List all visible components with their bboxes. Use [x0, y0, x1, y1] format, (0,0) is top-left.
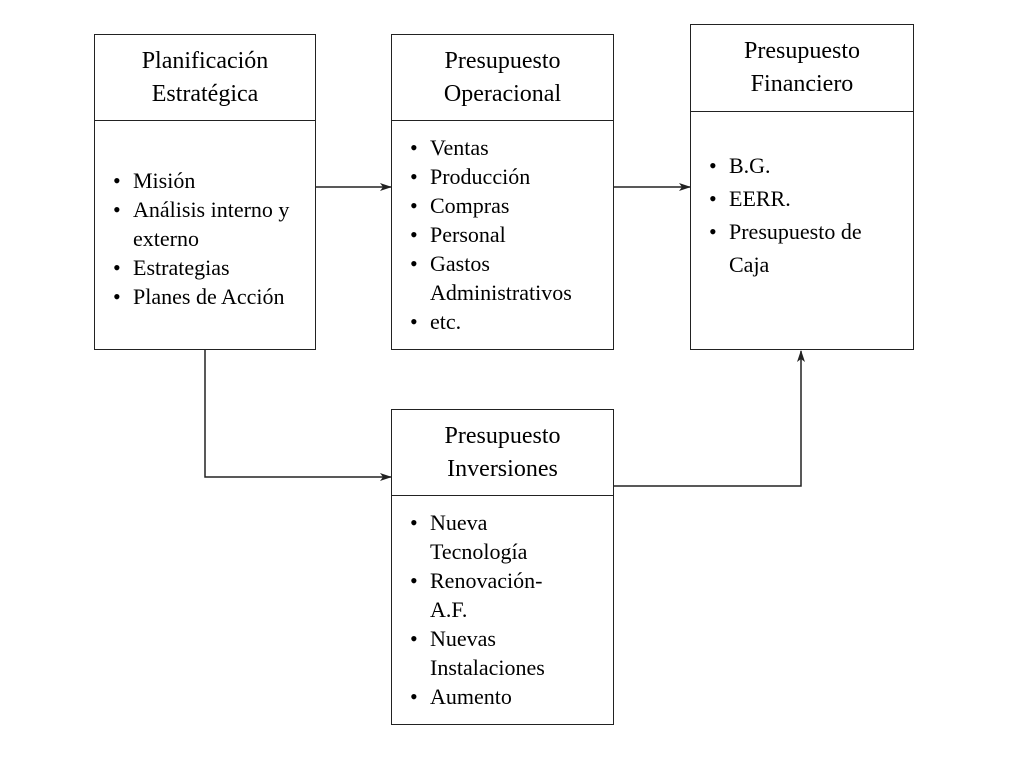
- list-item: Presupuesto de Caja: [705, 215, 889, 281]
- list-item: Planes de Acción: [109, 282, 313, 311]
- list-item: Aumento: [406, 682, 611, 711]
- list-item: EERR.: [705, 182, 911, 215]
- box-body: Ventas Producción Compras Personal Gasto…: [392, 133, 613, 336]
- list-item: Producción: [406, 162, 611, 191]
- arrow-inversiones-to-financiero: [614, 350, 805, 487]
- box-planificacion-estrategica: Planificación Estratégica Misión Análisi…: [94, 34, 316, 350]
- box-title-line: Presupuesto: [744, 38, 860, 64]
- box-body: Misión Análisis interno y externo Estrat…: [95, 166, 315, 311]
- list-item: Análisis interno y externo: [109, 195, 303, 253]
- list-item: Estrategias: [109, 253, 313, 282]
- box-title: Presupuesto Operacional: [392, 35, 613, 121]
- list-item: etc.: [406, 307, 611, 336]
- box-presupuesto-operacional: Presupuesto Operacional Ventas Producció…: [391, 34, 614, 350]
- box-title: Planificación Estratégica: [95, 35, 315, 121]
- box-title-line: Financiero: [750, 71, 854, 97]
- box-title: Presupuesto Inversiones: [392, 410, 613, 496]
- box-title-line: Planificación: [141, 47, 269, 74]
- bullet-list: Ventas Producción Compras Personal Gasto…: [406, 133, 611, 336]
- box-title: Presupuesto Financiero: [691, 25, 913, 112]
- bullet-list: Nueva Tecnología Renovación-A.F. Nuevas …: [406, 508, 611, 711]
- box-title-line: Operacional: [443, 80, 562, 107]
- list-item: Nuevas Instalaciones: [406, 624, 570, 682]
- box-presupuesto-financiero: Presupuesto Financiero B.G. EERR. Presup…: [690, 24, 914, 350]
- arrow-planificacion-to-inversiones: [204, 350, 392, 481]
- list-item: Personal: [406, 220, 611, 249]
- list-item: Misión: [109, 166, 313, 195]
- list-item: Gastos Administrativos: [406, 249, 605, 307]
- list-item: Ventas: [406, 133, 611, 162]
- box-title-line: Presupuesto: [444, 47, 561, 74]
- list-item: Renovación-A.F.: [406, 566, 570, 624]
- bullet-list: B.G. EERR. Presupuesto de Caja: [705, 149, 911, 281]
- list-item: B.G.: [705, 149, 911, 182]
- box-body: Nueva Tecnología Renovación-A.F. Nuevas …: [392, 508, 613, 711]
- bullet-list: Misión Análisis interno y externo Estrat…: [109, 166, 313, 311]
- box-title-line: Inversiones: [447, 455, 558, 482]
- box-title-line: Presupuesto: [444, 422, 561, 449]
- box-title-line: Estratégica: [151, 80, 259, 107]
- box-body: B.G. EERR. Presupuesto de Caja: [691, 149, 913, 281]
- list-item: Nueva Tecnología: [406, 508, 560, 566]
- list-item: Compras: [406, 191, 611, 220]
- box-presupuesto-inversiones: Presupuesto Inversiones Nueva Tecnología…: [391, 409, 614, 725]
